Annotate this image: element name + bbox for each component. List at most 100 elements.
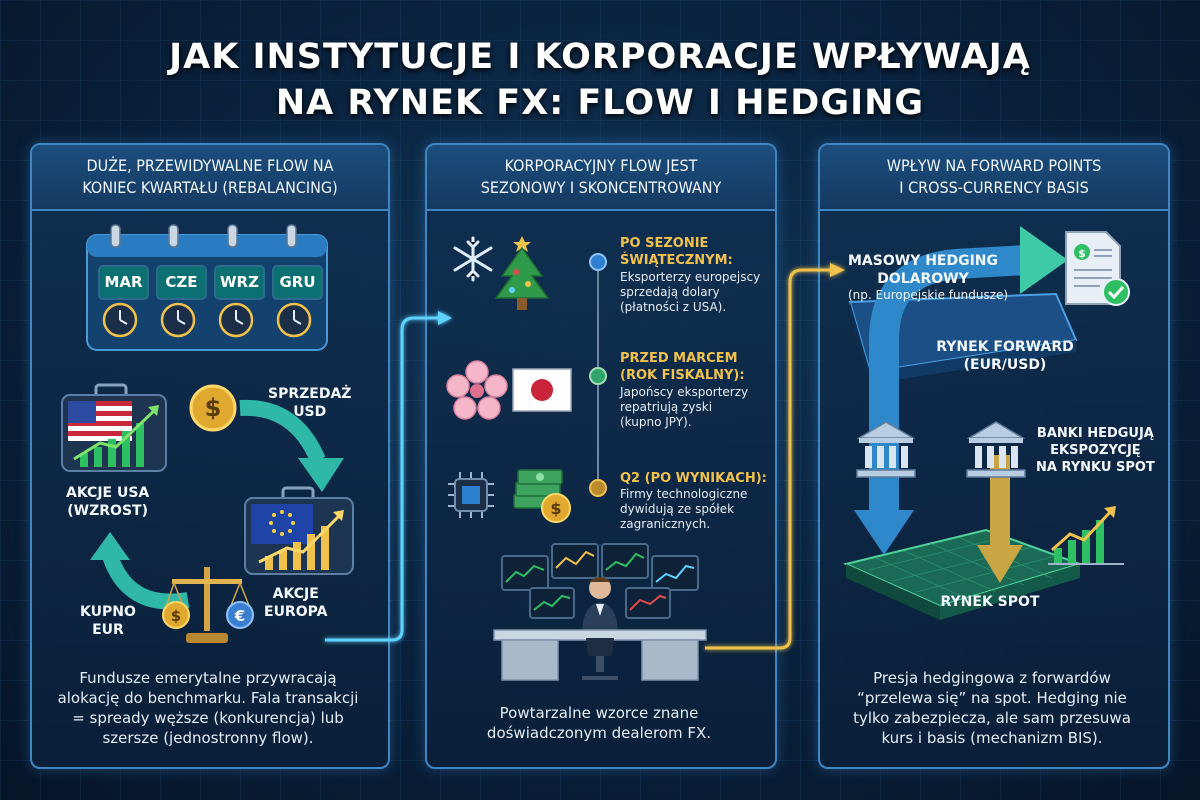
timeline-item-3-desc-line-1: Firmy technologiczne [620,487,748,501]
label-forward-market: RYNEK FORWARD (EUR/USD) [930,338,1080,374]
timeline-item-1-title: PO SEZONIE ŚWIĄTECZNYM: [620,235,733,269]
document-check-icon: $ [1065,231,1130,306]
us-briefcase-icon [61,383,167,472]
panel-forward-caption-line-1: Presja hedgingowa z forwardów [873,669,1111,687]
panel-rebalancing-heading: DUŻE, PRZEWIDYWALNE FLOW NA KONIEC KWART… [32,145,388,211]
spot-market-platform [842,528,1084,620]
balance-scale-icon: $ € [162,567,254,643]
label-us-stocks-line-1: AKCJE USA [66,485,150,501]
panel-forward-caption-line-2: “przelewa się” na spot. Hedging nie [857,689,1127,707]
page-title: JAK INSTYTUCJE I KORPORACJE WPŁYWAJĄ NA … [0,34,1200,126]
timeline-item-1-desc: Eksporterzy europejscy sprzedają dolary … [620,270,760,315]
timeline-item-3-desc: Firmy technologiczne dywidują ze spółek … [620,487,747,532]
timeline-item-1-desc-line-1: Eksporterzy europejscy [620,270,761,284]
label-mass-hedging-sub: (np. Europejskie fundusze) [848,288,1009,302]
panel-corporate-heading-line-1: KORPORACYJNY FLOW JEST [504,156,698,175]
label-sell-usd-line-1: SPRZEDAŻ [268,386,352,402]
timeline-item-1-title-line-1: PO SEZONIE [620,236,709,251]
bank-icon-left [856,421,916,478]
timeline-item-1-desc-line-3: (płatności z USA). [620,300,727,314]
panel-forward-caption-line-4: kurs i basis (mechanizm BIS). [881,729,1103,747]
panel-forward-heading: WPŁYW NA FORWARD POINTS I CROSS-CURRENCY… [820,145,1168,211]
hedging-flow-arrow-icon [854,226,1068,555]
snowflake-icon [453,236,493,282]
panel-rebalancing-heading-line-2: KONIEC KWARTAŁU (REBALANCING) [82,178,338,197]
timeline-item-3-title: Q2 (PO WYNIKACH): [620,470,767,487]
calendar-month-mar: MAR [98,265,149,300]
timeline-item-2-title-line-1: PRZED MARCEM [620,351,738,366]
timeline-item-3-desc-line-2: dywidują ze spółek [620,502,735,516]
label-buy-eur: KUPNO EUR [80,603,136,639]
label-forward-market-line-2: (EUR/USD) [963,357,1047,373]
label-banks-hedge-line-1: BANKI HEDGUJĄ [1036,426,1154,441]
label-spot-market: RYNEK SPOT [940,594,1040,610]
eu-briefcase-icon [244,486,354,575]
panel-corporate-caption-line-1: Powtarzalne wzorce znane [499,704,699,722]
label-buy-eur-line-1: KUPNO [80,604,136,620]
timeline-dot-gold [589,479,607,497]
panel-corporate-caption-line-2: doświadczonym dealerom FX. [486,724,712,742]
bank-icon-right [966,421,1026,478]
label-mass-hedging: MASOWY HEDGING DOLAROWY [848,252,998,288]
calendar-icon [86,224,328,351]
svg-text:$: $ [1078,247,1086,260]
panel-forward-caption-line-3: tylko zabezpiecza, ale sam przesuwa [853,709,1131,727]
panel-rebalancing-caption: Fundusze emerytalne przywracają alokację… [30,668,386,748]
svg-text:€: € [234,607,245,625]
label-eu-stocks: AKCJE EUROPA [264,585,327,621]
timeline-dot-blue [589,253,607,271]
label-banks-hedge-line-2: EKSPOZYCJĘ [1050,443,1141,458]
panel-rebalancing-caption-line-4: szersze (jednostronny flow). [102,729,314,747]
svg-text:$: $ [171,607,181,625]
panel-rebalancing-caption-line-1: Fundusze emerytalne przywracają [79,669,337,687]
label-us-stocks-line-2: (WZROST) [67,503,148,519]
timeline-item-1-title-line-2: ŚWIĄTECZNYM: [620,253,733,268]
label-us-stocks: AKCJE USA (WZROST) [66,484,149,520]
timeline-item-2-title-line-2: (ROK FISKALNY): [620,368,745,383]
panel-forward-caption: Presja hedgingowa z forwardów “przelewa … [818,668,1166,748]
cash-stack-icon: $ [513,469,571,523]
timeline-item-1-desc-line-2: sprzedają dolary [620,285,720,299]
label-forward-market-line-1: RYNEK FORWARD [936,339,1074,355]
timeline-line [589,253,607,497]
trader-desk-icon [493,543,707,681]
sell-usd-arrow-icon [239,399,344,492]
spot-chart-icon [1048,506,1124,565]
label-eu-stocks-line-1: AKCJE [272,586,319,602]
timeline-item-2-desc-line-3: (kupno JPY). [620,415,692,429]
panel-rebalancing-heading-line-1: DUŻE, PRZEWIDYWALNE FLOW NA [86,156,334,175]
label-banks-hedge: BANKI HEDGUJĄ EKSPOZYCJĘ NA RYNKU SPOT [1036,425,1155,476]
label-sell-usd-line-2: USD [293,404,327,420]
panel-rebalancing-caption-line-2: alokację do benchmarku. Fala transakcji [57,689,359,707]
timeline-item-3-desc-line-3: zagranicznych. [620,517,711,531]
svg-text:$: $ [205,394,222,422]
title-line-2: NA RYNEK FX: FLOW I HEDGING [275,83,925,123]
timeline-item-2-title: PRZED MARCEM (ROK FISKALNY): [620,350,745,384]
panel-forward-heading-line-1: WPŁYW NA FORWARD POINTS [886,156,1102,175]
panel-corporate-heading-line-2: SEZONOWY I SKONCENTROWANY [480,178,722,197]
timeline-item-2-desc-line-2: repatriują zyski [620,400,713,414]
timeline-dot-green [589,367,607,385]
label-buy-eur-line-2: EUR [92,622,124,638]
label-mass-hedging-line-2: DOLAROWY [877,271,969,287]
timeline-item-2-desc: Japońscy eksporterzy repatriują zyski (k… [620,385,748,430]
label-banks-hedge-line-3: NA RYNKU SPOT [1036,460,1155,475]
label-mass-hedging-line-1: MASOWY HEDGING [848,253,999,269]
timeline-item-2-desc-line-1: Japońscy eksporterzy [620,385,749,399]
calendar-month-cze: CZE [156,265,207,300]
cherry-blossom-icon [446,360,508,420]
panel-forward-heading-line-2: I CROSS-CURRENCY BASIS [899,178,1089,197]
label-sell-usd: SPRZEDAŻ USD [268,385,351,421]
bank-down-arrow-icon [977,455,1023,583]
japan-flag-icon [512,368,572,412]
title-line-1: JAK INSTYTUCJE I KORPORACJE WPŁYWAJĄ [169,37,1031,77]
calendar-month-wrz: WRZ [214,265,265,300]
christmas-tree-icon [494,236,550,310]
calendar-month-gru: GRU [272,265,323,300]
svg-text:$: $ [550,499,561,518]
timeline-item-3-title-line-1: Q2 (PO WYNIKACH): [620,471,767,486]
panel-corporate-heading: KORPORACYJNY FLOW JEST SEZONOWY I SKONCE… [427,145,775,211]
dollar-coin-icon: $ [189,384,237,432]
panel-corporate-caption: Powtarzalne wzorce znane doświadczonym d… [425,703,773,743]
label-eu-stocks-line-2: EUROPA [264,604,328,620]
